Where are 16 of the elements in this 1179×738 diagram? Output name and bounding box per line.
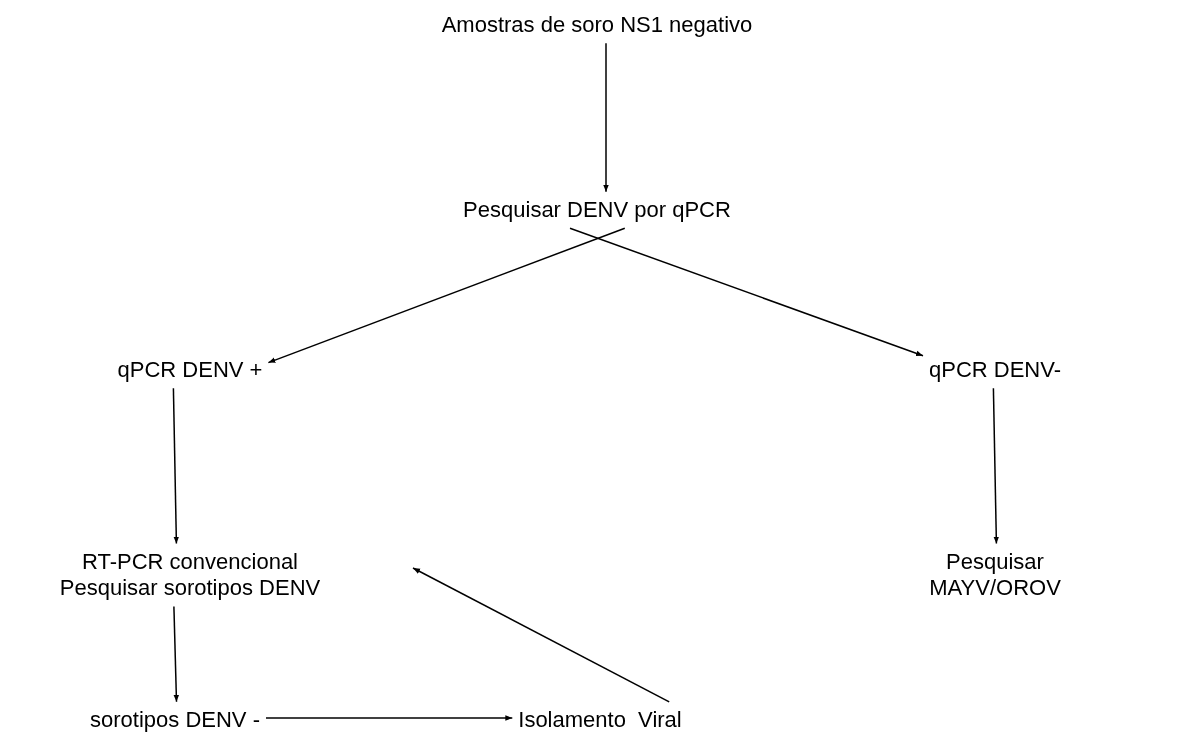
- step-text: Pesquisar DENV por qPCR: [460, 194, 734, 226]
- arrow: [267, 227, 626, 364]
- arrow: [992, 387, 1000, 545]
- arrow: [603, 42, 609, 193]
- arrow: [569, 227, 924, 357]
- arrow: [412, 567, 670, 703]
- step-text: Amostras de soro NS1 negativo: [438, 9, 756, 41]
- step-text: qPCR DENV +: [114, 354, 266, 386]
- step-text: RT-PCR convencional Pesquisar sorotipos DENV: [49, 546, 331, 604]
- arrow: [172, 387, 180, 545]
- arrow: [265, 715, 514, 721]
- step-text: qPCR DENV-: [926, 354, 1064, 386]
- step-text: sorotipos DENV -: [87, 704, 263, 736]
- step-text: Isolamento Viral: [515, 704, 685, 736]
- arrow: [173, 605, 180, 703]
- step-text: Pesquisar MAYV/OROV: [903, 546, 1087, 604]
